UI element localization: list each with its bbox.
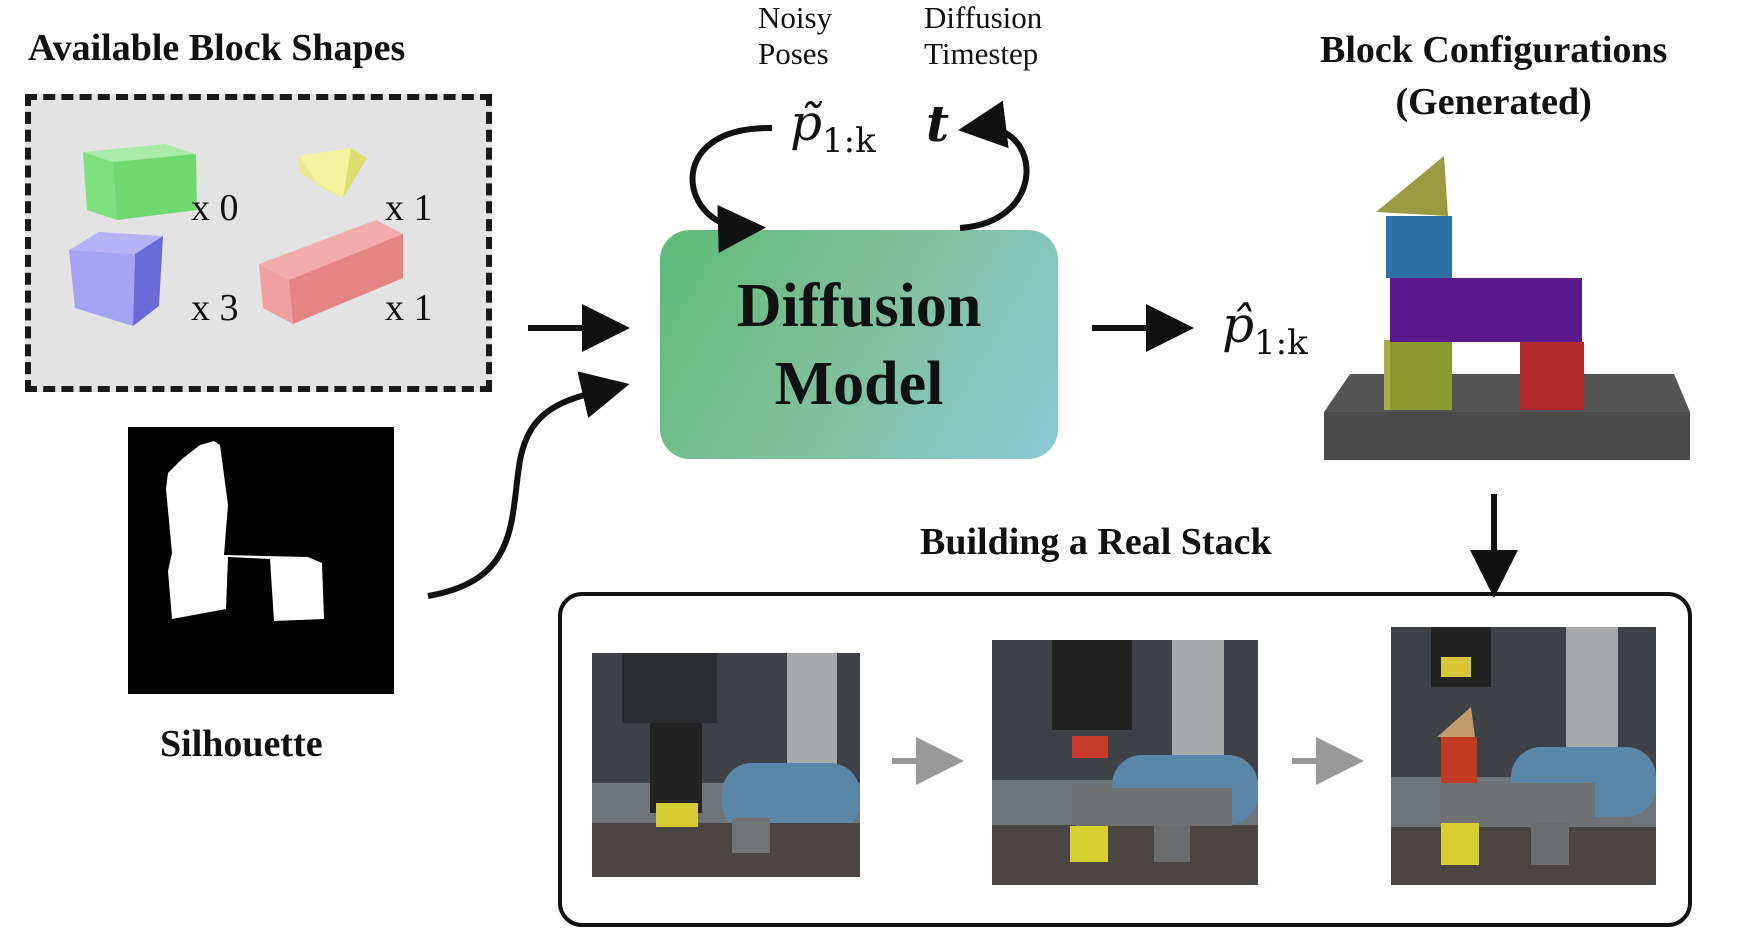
silhouette-shape (166, 441, 324, 621)
loop-noisy-arrow (689, 124, 773, 253)
purple-beam-block (1390, 278, 1582, 342)
green-block-icon (83, 144, 197, 220)
olive-wedge-block (1376, 156, 1448, 216)
diffusion-model-box: Diffusion Model (660, 230, 1058, 459)
noisy-poses-label: Noisy Poses (758, 0, 833, 71)
green-block-count: x 0 (191, 187, 239, 229)
silhouette-image (128, 427, 394, 694)
model-label-line1: Diffusion (736, 271, 982, 340)
generated-title: Block Configurations (Generated) (1320, 29, 1668, 123)
diffusion-timestep-label: Diffusion Timestep (924, 0, 1043, 71)
silhouette-to-model-arrow (427, 371, 630, 599)
shapes-panel: x 0 x 1 x 3 x 1 (25, 94, 492, 392)
model-label-line2: Model (774, 349, 944, 418)
blue-cube-count: x 3 (191, 287, 239, 329)
photo-step-1 (592, 653, 860, 877)
table-front (1324, 412, 1690, 460)
silhouette-label: Silhouette (160, 723, 323, 765)
red-base-block (1520, 342, 1584, 410)
blue-top-block (1386, 216, 1452, 278)
photo-step-3 (1391, 627, 1656, 885)
red-block-icon (259, 220, 403, 324)
red-block-count: x 1 (385, 287, 433, 329)
loop-timestep-arrow (958, 100, 1030, 231)
yellow-wedge-icon (299, 148, 367, 198)
blue-cube-icon (69, 232, 163, 326)
photo-step-2 (992, 640, 1258, 885)
timestep-symbol: t (926, 94, 950, 153)
generated-block-configuration (1324, 156, 1690, 460)
generated-poses-symbol: p̂1:k (1222, 296, 1308, 363)
block-shapes-drawing (69, 144, 403, 326)
real-stack-title: Building a Real Stack (920, 521, 1272, 563)
noisy-poses-symbol: p̃1:k (790, 94, 876, 161)
shapes-panel-title: Available Block Shapes (28, 27, 406, 69)
green-base-block (1384, 340, 1452, 410)
yellow-wedge-count: x 1 (385, 187, 433, 229)
real-stack-panel (558, 592, 1692, 927)
